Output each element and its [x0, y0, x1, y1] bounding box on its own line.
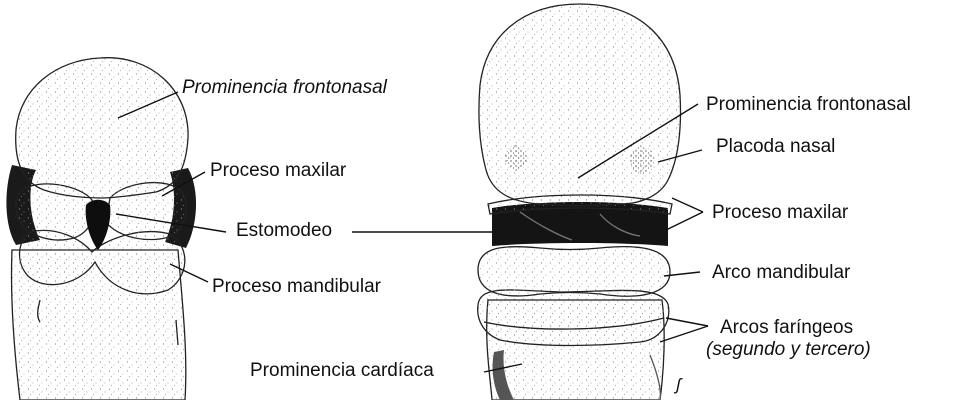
label-stomodeum: Estomodeo: [236, 221, 332, 240]
label-right-frontonasal: Prominencia frontonasal: [706, 95, 911, 114]
label-pharyngeal-arches: Arcos faríngeos: [720, 318, 853, 337]
right-frontonasal: [479, 4, 681, 206]
right-embryo: [478, 4, 681, 400]
left-frontonasal: [16, 58, 188, 198]
label-left-frontonasal: Prominencia frontonasal: [182, 78, 387, 97]
right-nasal-placode-right: [630, 146, 654, 174]
label-pharyngeal-arches-detail: (segundo y tercero): [706, 340, 871, 359]
label-mandibular-arch: Arco mandibular: [712, 263, 850, 282]
right-nasal-placode-left: [505, 145, 527, 171]
label-cardiac-prominence: Prominencia cardíaca: [250, 361, 434, 380]
label-left-mandibular: Proceso mandibular: [212, 277, 381, 296]
label-left-maxillary: Proceso maxilar: [210, 161, 346, 180]
label-right-maxillary: Proceso maxilar: [712, 203, 848, 222]
left-embryo: [6, 58, 196, 400]
label-nasal-placode: Placoda nasal: [716, 137, 835, 156]
right-mandibular-arch: [478, 247, 670, 297]
right-pharyngeal-arches: [478, 290, 669, 346]
artist-mark: ʃ: [676, 376, 681, 393]
